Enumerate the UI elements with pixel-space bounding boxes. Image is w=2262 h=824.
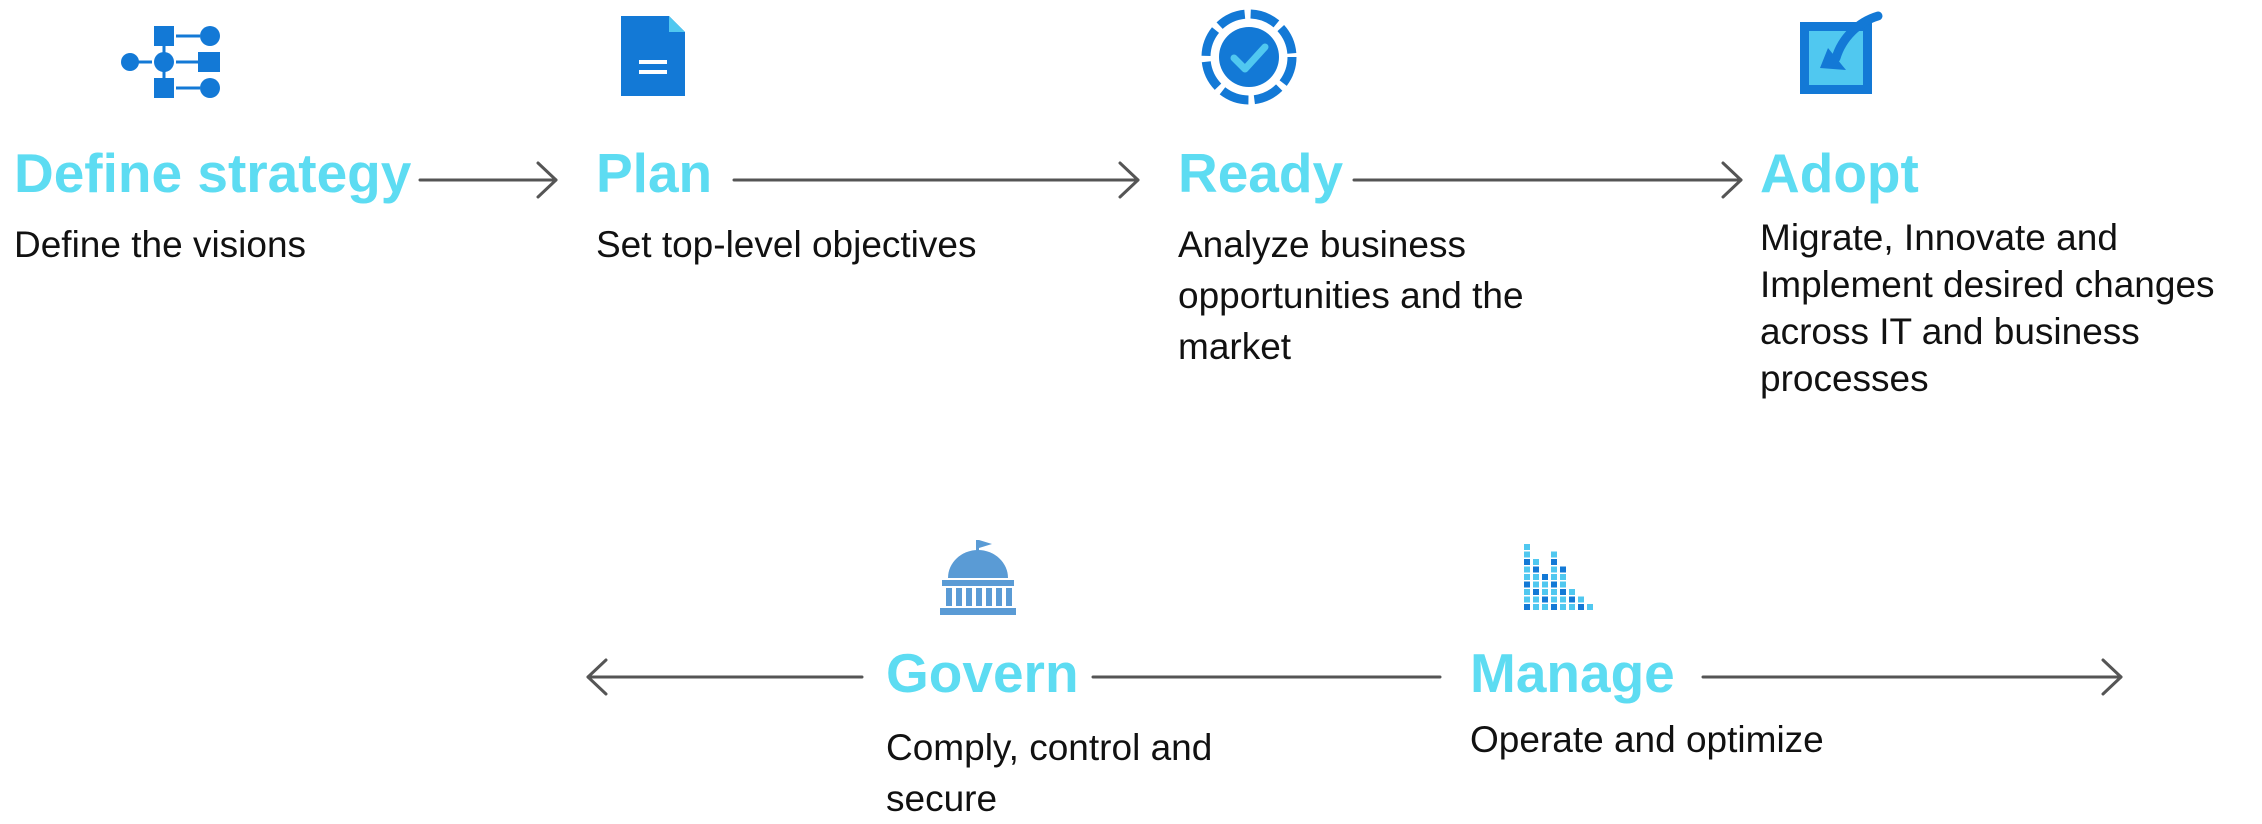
- bar-chart-icon-cell: [1551, 589, 1557, 595]
- bar-chart-icon-cell: [1560, 596, 1566, 603]
- bar-chart-icon-cell: [1542, 596, 1548, 603]
- bar-chart-icon-cell: [1569, 589, 1575, 595]
- bar-chart-icon-cell: [1524, 596, 1530, 603]
- bar-chart-icon-cell: [1542, 574, 1548, 580]
- capitol-building-icon: [940, 540, 1016, 616]
- step-description-plan: Set top-level objectives: [596, 224, 977, 265]
- bar-chart-icon-cell: [1533, 604, 1539, 610]
- document-icon: [621, 16, 685, 96]
- bar-chart-icon: [1524, 544, 1600, 612]
- bar-chart-icon-cell: [1533, 559, 1539, 565]
- bar-chart-icon-cell: [1533, 589, 1539, 595]
- bar-chart-icon-cell: [1560, 574, 1566, 580]
- bar-chart-icon-cell: [1524, 544, 1530, 550]
- bar-chart-icon-cell: [1560, 566, 1566, 573]
- bar-chart-icon-cell: [1578, 604, 1584, 610]
- bar-chart-icon-cell: [1560, 581, 1566, 588]
- bar-chart-icon-cell: [1551, 559, 1557, 565]
- arrow-plan-to-ready: [732, 161, 1140, 199]
- bar-chart-icon-cell: [1542, 589, 1548, 595]
- bar-chart-icon-cell: [1560, 604, 1566, 610]
- bar-chart-icon-cell: [1542, 604, 1548, 610]
- bar-chart-icon-cell: [1560, 589, 1566, 595]
- bar-chart-icon-cell: [1524, 589, 1530, 595]
- bar-chart-icon-cell: [1524, 574, 1530, 580]
- bar-chart-icon-cell: [1551, 566, 1557, 573]
- process-flow-icon: [120, 24, 224, 100]
- import-arrow-icon: [1798, 11, 1883, 96]
- step-title-manage: Manage: [1470, 642, 1675, 704]
- step-title-govern: Govern: [886, 642, 1079, 704]
- bar-chart-icon-cell: [1524, 581, 1530, 588]
- bar-chart-icon-cell: [1551, 551, 1557, 558]
- step-title-ready: Ready: [1178, 142, 1344, 204]
- bar-chart-icon-cell: [1569, 604, 1575, 610]
- bar-chart-icon-cell: [1551, 574, 1557, 580]
- bar-chart-icon-cell: [1533, 574, 1539, 580]
- bar-chart-icon-cell: [1524, 566, 1530, 573]
- step-description-ready: Analyze business opportunities and the m…: [1178, 224, 1524, 367]
- step-description-adopt: Migrate, Innovate and Implement desired …: [1760, 217, 2215, 399]
- step-description-define-strategy: Define the visions: [14, 224, 307, 265]
- arrow-ready-to-adopt: [1352, 161, 1743, 199]
- arrow-strategy-to-plan: [418, 161, 558, 199]
- checkmark-circle-icon: [1200, 8, 1298, 106]
- bar-chart-icon-cell: [1524, 559, 1530, 565]
- step-title-adopt: Adopt: [1760, 142, 1919, 204]
- bar-chart-icon-cell: [1542, 581, 1548, 588]
- bar-chart-icon-cell: [1551, 596, 1557, 603]
- bar-chart-icon-cell: [1533, 566, 1539, 573]
- bar-chart-icon-cell: [1587, 604, 1593, 610]
- bar-chart-icon-cell: [1569, 596, 1575, 603]
- bar-chart-icon-cell: [1551, 604, 1557, 610]
- arrow-manage-to-right: [1701, 658, 2123, 696]
- bar-chart-icon-cell: [1578, 596, 1584, 603]
- bar-chart-icon-cell: [1533, 596, 1539, 603]
- bar-chart-icon-cell: [1533, 581, 1539, 588]
- step-description-govern: Comply, control and secure: [886, 727, 1213, 819]
- step-title-plan: Plan: [596, 142, 713, 204]
- arrow-govern-to-left: [586, 658, 864, 696]
- step-description-manage: Operate and optimize: [1470, 719, 1824, 760]
- step-title-define-strategy: Define strategy: [14, 142, 412, 204]
- bar-chart-icon-cell: [1524, 604, 1530, 610]
- bar-chart-icon-cell: [1551, 581, 1557, 588]
- bar-chart-icon-cell: [1524, 551, 1530, 558]
